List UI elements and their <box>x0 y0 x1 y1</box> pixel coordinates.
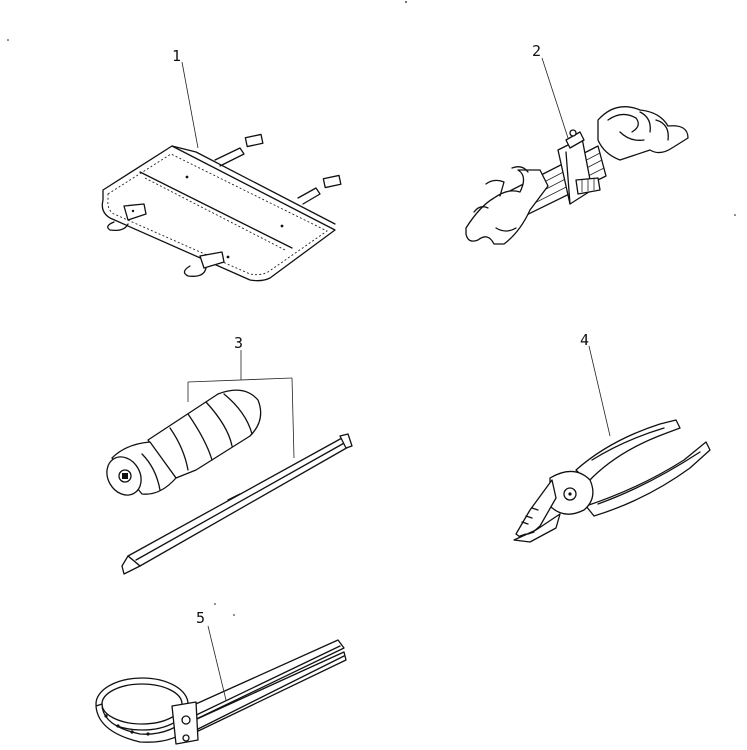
part-5-filter-wrench: 5 <box>95 609 347 745</box>
scan-specks <box>7 1 736 616</box>
callout-2: 2 <box>532 42 541 60</box>
callout-1: 1 <box>172 47 181 65</box>
part-1-tool-bag: 1 <box>101 47 342 282</box>
part-3-screwdriver: 3 <box>106 334 353 575</box>
callout-3: 3 <box>234 334 243 352</box>
part-2-wrench-set: 2 <box>465 42 689 245</box>
part-4-pliers: 4 <box>513 331 711 543</box>
callout-5: 5 <box>196 609 205 627</box>
callout-4: 4 <box>580 331 589 349</box>
